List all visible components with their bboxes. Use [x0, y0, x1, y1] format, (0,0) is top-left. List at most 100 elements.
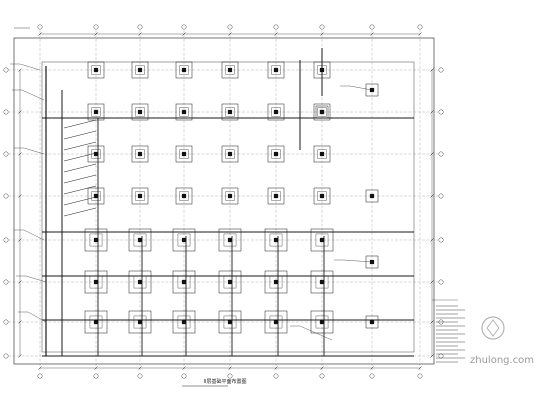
- pile-cap-outer: [264, 310, 288, 334]
- axis-bubble-top: [417, 24, 423, 30]
- column-section: [273, 193, 279, 199]
- dimension-tick-bottom: [182, 366, 186, 370]
- pile-cap-inner: [135, 107, 145, 117]
- pile-cap-inner: [271, 107, 281, 117]
- column-section: [181, 319, 187, 325]
- stair-brace-line: [63, 141, 97, 151]
- pile-cap-outer: [87, 61, 105, 79]
- axis-bubble-bottom: [37, 373, 43, 379]
- pile-cap-inner: [179, 149, 189, 159]
- dimension-tick-right: [430, 320, 434, 324]
- pile-cap-inner: [225, 65, 235, 75]
- axis-bubble-right: [438, 67, 444, 73]
- pile-cap-outer: [365, 255, 379, 269]
- axis-bubble-top: [227, 24, 233, 30]
- column-section: [137, 319, 143, 325]
- pile-cap-inner: [225, 191, 235, 201]
- axis-bubble-top: [93, 24, 99, 30]
- axis-bubble-left: [3, 67, 9, 73]
- pile-cap-inner: [315, 233, 329, 247]
- column-section: [93, 279, 99, 285]
- dimension-tick-top: [138, 32, 142, 36]
- dimension-tick-left: [18, 68, 22, 72]
- leader-line: [299, 325, 333, 341]
- pile-cap-inner: [271, 149, 281, 159]
- axis-bubble-left: [3, 319, 9, 325]
- leader-line: [25, 275, 47, 283]
- leader-line: [21, 89, 45, 101]
- pile-cap-outer: [313, 145, 331, 163]
- column-section: [93, 67, 99, 73]
- column-section: [227, 237, 233, 243]
- axis-bubble-right: [438, 353, 444, 359]
- axis-bubble-bottom: [319, 373, 325, 379]
- axis-bubble-top: [369, 24, 375, 30]
- column-section: [181, 279, 187, 285]
- dimension-tick-top: [370, 32, 374, 36]
- axis-bubble-left: [3, 279, 9, 285]
- dimension-tick-top: [94, 32, 98, 36]
- dimension-tick-top: [228, 32, 232, 36]
- dimension-tick-top: [38, 32, 42, 36]
- dimension-tick-top: [320, 32, 324, 36]
- column-section: [273, 151, 279, 157]
- pile-cap-outer: [128, 270, 152, 294]
- axis-bubble-top: [137, 24, 143, 30]
- pile-cap-outer: [175, 145, 193, 163]
- dimension-tick-right: [430, 354, 434, 358]
- pile-cap-outer: [264, 270, 288, 294]
- drawing-title-block: Ⅱ层基础平面布置图: [182, 378, 246, 387]
- pile-cap-inner: [317, 107, 327, 117]
- drawing-title: Ⅱ层基础平面布置图: [204, 378, 246, 385]
- dimension-tick-bottom: [320, 366, 324, 370]
- pile-cap-inner: [133, 275, 147, 289]
- axis-bubble-bottom: [273, 373, 279, 379]
- dimension-tick-top: [418, 32, 422, 36]
- column-section: [93, 151, 99, 157]
- dimension-tick-bottom: [138, 366, 142, 370]
- pile-cap-outer: [131, 187, 149, 205]
- stair-brace-line: [63, 207, 97, 217]
- pile-cap-inner: [225, 149, 235, 159]
- column-section: [319, 279, 325, 285]
- axis-bubble-top: [319, 24, 325, 30]
- dimension-tick-bottom: [418, 366, 422, 370]
- stair-brace-line: [63, 196, 97, 206]
- column-section: [181, 109, 187, 115]
- stair-brace-line: [63, 185, 97, 195]
- dimension-tick-bottom: [38, 366, 42, 370]
- dimension-tick-right: [430, 280, 434, 284]
- column-section: [181, 151, 187, 157]
- pile-cap-outer: [221, 103, 239, 121]
- pile-cap-outer: [172, 310, 196, 334]
- axis-bubble-top: [181, 24, 187, 30]
- pile-cap-inner: [271, 191, 281, 201]
- dimension-tick-left: [18, 110, 22, 114]
- pile-cap-inner: [269, 275, 283, 289]
- watermark-logo: [481, 316, 505, 340]
- pile-cap-inner: [177, 275, 191, 289]
- column-section: [319, 237, 325, 243]
- pile-cap-outer: [84, 310, 108, 334]
- pile-cap-outer: [87, 145, 105, 163]
- pile-cap-outer: [267, 103, 285, 121]
- column-section: [369, 193, 375, 199]
- axis-bubble-top: [37, 24, 43, 30]
- pile-cap-inner: [223, 275, 237, 289]
- dimension-tick-right: [430, 68, 434, 72]
- column-section: [227, 279, 233, 285]
- pile-cap-inner: [317, 191, 327, 201]
- column-section: [137, 237, 143, 243]
- column-section: [137, 67, 143, 73]
- pile-cap-outer: [87, 103, 105, 121]
- leader-line: [27, 311, 47, 323]
- pile-cap-outer: [172, 228, 196, 252]
- axis-bubble-bottom: [137, 373, 143, 379]
- pile-cap-outer: [218, 228, 242, 252]
- column-section: [319, 109, 325, 115]
- pile-cap-inner: [135, 149, 145, 159]
- column-section: [273, 279, 279, 285]
- pile-cap-inner: [89, 315, 103, 329]
- pile-cap-outer: [175, 103, 193, 121]
